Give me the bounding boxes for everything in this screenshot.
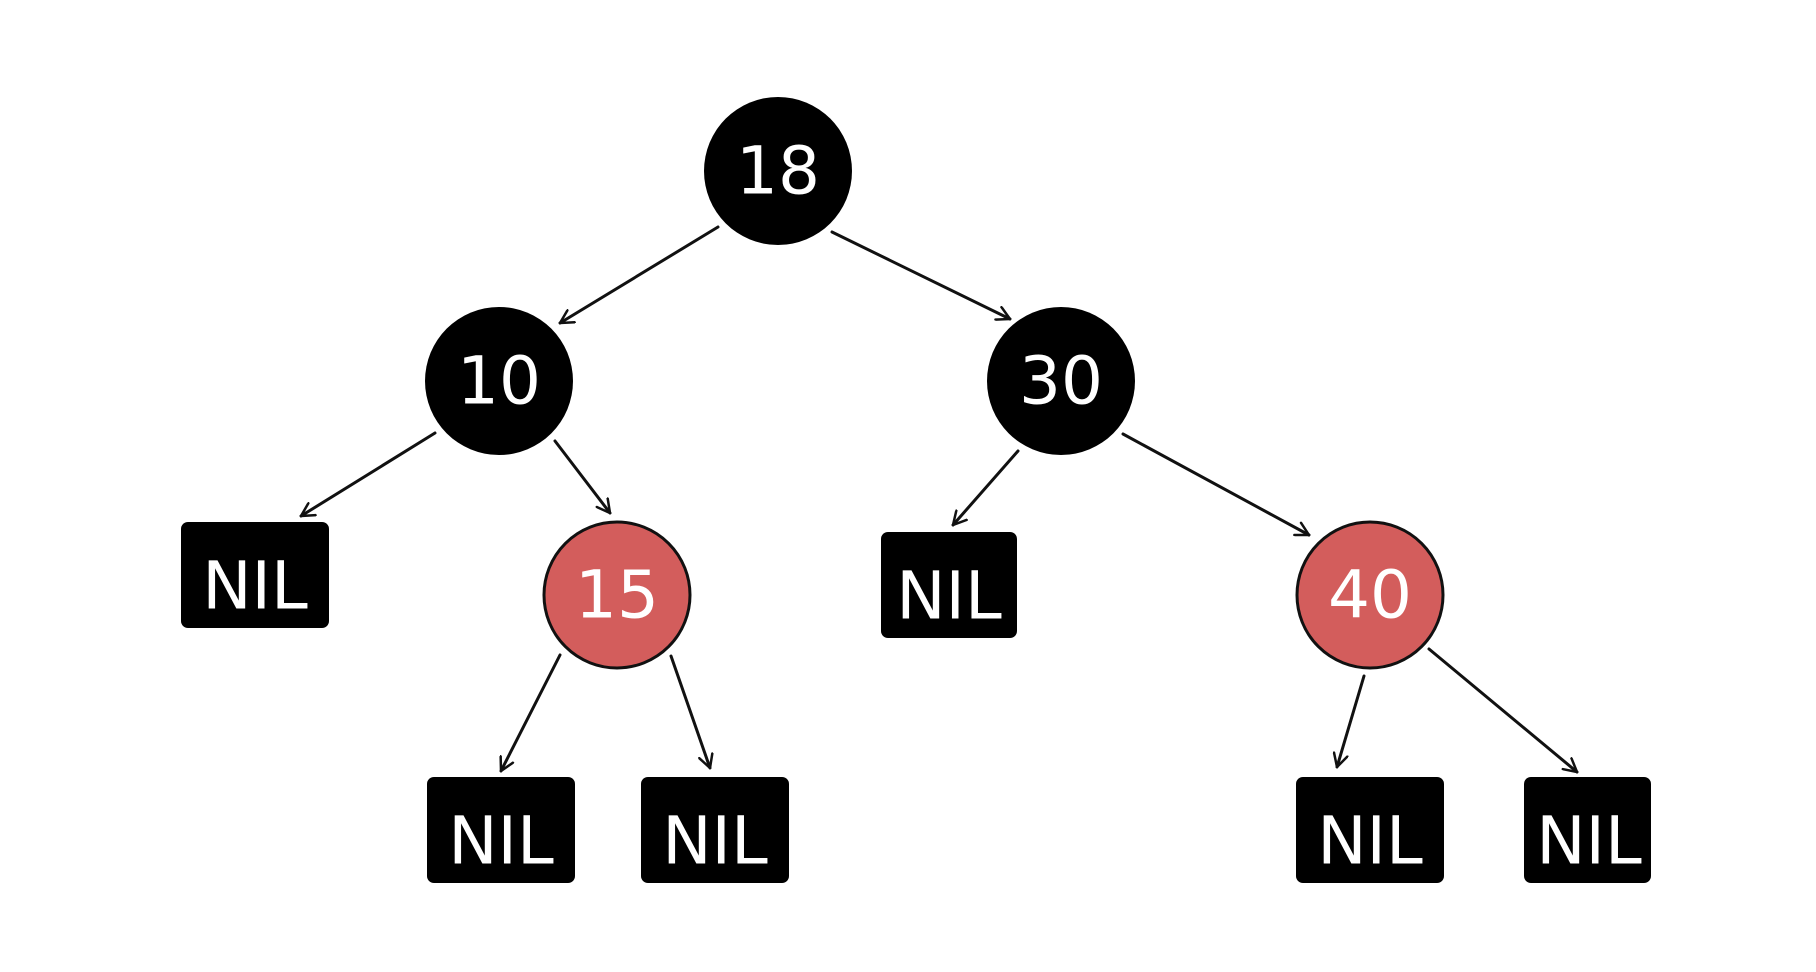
edge-40-to-nil-left	[1337, 674, 1366, 769]
edge-10-to-15	[553, 439, 612, 515]
node-10-circle	[425, 307, 573, 455]
nil-leaf-40-left: NIL	[1296, 777, 1444, 883]
nil-leaf-label: NIL	[202, 548, 308, 625]
edge-18-to-30	[830, 230, 1012, 319]
edge-30-to-40	[1121, 432, 1311, 537]
node-10-label: 10	[457, 343, 541, 420]
edge-10-to-nil	[299, 431, 437, 518]
node-15-label: 15	[575, 557, 659, 634]
node-10: 10	[425, 307, 573, 455]
node-40-circle	[1295, 520, 1445, 670]
nil-leaf-box	[181, 522, 329, 628]
nil-leaf-40-right: NIL	[1524, 777, 1651, 883]
node-15-circle	[542, 520, 692, 670]
nil-leaf-box	[427, 777, 575, 883]
edge-15-to-nil-right	[669, 654, 710, 770]
nil-leaf-label: NIL	[1536, 803, 1642, 880]
edge-18-to-10	[558, 225, 720, 325]
edge-15-to-nil-left	[501, 653, 562, 773]
nil-leaf-box	[1524, 777, 1651, 883]
nil-leaf-15-right: NIL	[641, 777, 789, 883]
node-18: 18	[704, 97, 852, 245]
node-40: 40	[1295, 520, 1445, 670]
node-18-circle	[704, 97, 852, 245]
edge-40-to-nil-right	[1427, 647, 1579, 774]
node-30: 30	[987, 307, 1135, 455]
nil-leaf-10-left: NIL	[181, 522, 329, 628]
node-15: 15	[542, 520, 692, 670]
nil-leaf-label: NIL	[662, 803, 768, 880]
nil-leaf-box	[641, 777, 789, 883]
nil-leaf-label: NIL	[448, 803, 554, 880]
node-30-label: 30	[1019, 343, 1103, 420]
nil-leaf-box	[1296, 777, 1444, 883]
edges	[299, 225, 1579, 774]
edge-30-to-nil	[951, 449, 1020, 527]
nil-leaf-30-left: NIL	[881, 532, 1017, 638]
nil-leaf-label: NIL	[896, 558, 1002, 635]
nil-leaf-box	[881, 532, 1017, 638]
node-18-label: 18	[736, 133, 820, 210]
nil-leaf-label: NIL	[1317, 803, 1423, 880]
nil-leaf-15-left: NIL	[427, 777, 575, 883]
node-30-circle	[987, 307, 1135, 455]
node-40-label: 40	[1328, 557, 1412, 634]
